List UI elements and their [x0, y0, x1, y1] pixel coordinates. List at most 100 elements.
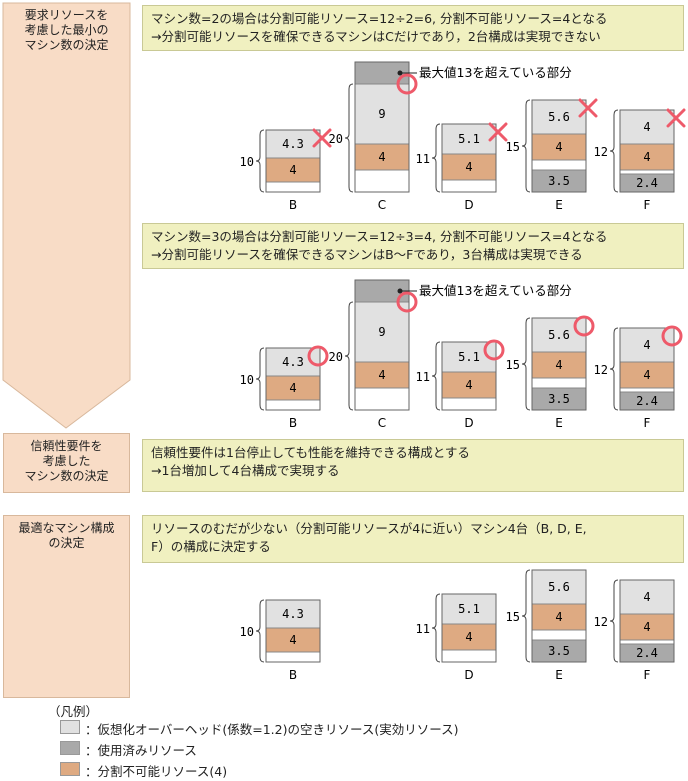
- step-optimal: 最適なマシン構成 の決定: [3, 515, 130, 698]
- note-optimal-line2: F）の構成に決定する: [151, 539, 271, 554]
- optimal-machine-b-bracket: [255, 599, 265, 663]
- two_machines-machine-b-fixed-value: 4: [289, 163, 296, 177]
- optimal-machine-b-name: B: [289, 668, 297, 682]
- step-minimum-machines: 要求リソースを 考慮した最小の マシン数の決定: [3, 3, 130, 63]
- three_machines-machine-e-outline: [531, 317, 587, 411]
- two_machines-machine-e-bracket: [521, 99, 531, 193]
- three_machines-machine-e-used-value: 3.5: [548, 392, 570, 406]
- three_machines-machine-e-free-value: 5.6: [548, 328, 570, 342]
- three_machines-machine-b-name: B: [289, 416, 297, 430]
- three_machines-machine-e-total: 15: [506, 358, 520, 372]
- three_machines-machine-b-outline: [265, 347, 321, 411]
- three_machines-machine-b-circle-mark: [307, 345, 329, 367]
- two_machines-machine-d-name: D: [464, 198, 473, 212]
- two_machines-machine-e-cross-mark: [578, 98, 598, 118]
- step-reliability: 信頼性要件を 考慮した マシン数の決定: [3, 433, 130, 493]
- three_machines-machine-f-bracket: [609, 327, 619, 411]
- optimal-machine-d-outline: [441, 593, 497, 663]
- optimal-machine-f-outline: [619, 579, 675, 663]
- two_machines-machine-b-bracket: [255, 129, 265, 193]
- note-three-machines-line1: マシン数=3の場合は分割可能リソース=12÷3=4, 分割不可能リソース=4とな…: [151, 229, 608, 244]
- two_machines-machine-d-white-segment: [441, 179, 497, 193]
- two_machines-machine-b-name: B: [289, 198, 297, 212]
- legend-label-free: ：仮想化オーバーヘッド(係数=1.2)の空きリソース(実効リソース): [85, 722, 459, 737]
- three_machines-machine-f-name: F: [644, 416, 651, 430]
- optimal-machine-e-outline: [531, 569, 587, 663]
- three_machines-machine-e-white-segment: [531, 377, 587, 389]
- optimal-machine-b-fixed-segment: [265, 627, 321, 653]
- two_machines-machine-c-name: C: [378, 198, 386, 212]
- note-two-machines: マシン数=2の場合は分割可能リソース=12÷2=6, 分割不可能リソース=4とな…: [142, 5, 684, 51]
- three_machines-machine-d-circle-mark: [483, 339, 505, 361]
- three_machines-machine-f-free-segment: [619, 327, 675, 363]
- optimal-machine-e-white-segment: [531, 629, 587, 641]
- two_machines-machine-e-total: 15: [506, 140, 520, 154]
- two_machines-machine-b-cross-mark: [312, 128, 332, 148]
- two_machines-machine-f-bracket: [609, 109, 619, 193]
- note-three-machines: マシン数=3の場合は分割可能リソース=12÷3=4, 分割不可能リソース=4とな…: [142, 223, 684, 269]
- two_machines-machine-c-free-segment: [354, 83, 410, 145]
- three_machines-machine-b-bracket: [255, 347, 265, 411]
- optimal-machine-b-fixed-value: 4: [289, 633, 296, 647]
- three_machines-machine-f-circle-mark: [661, 325, 683, 347]
- three_machines-machine-f-free-value: 4: [643, 338, 650, 352]
- two_machines-machine-d-fixed-segment: [441, 153, 497, 181]
- three_machines-machine-c-bracket: [344, 301, 354, 411]
- optimal-machine-e-name: E: [555, 668, 563, 682]
- three_machines-machine-c-fixed-value: 4: [378, 368, 385, 382]
- optimal-machine-e-bracket: [521, 569, 531, 663]
- two_machines-machine-c-fixed-value: 4: [378, 150, 385, 164]
- two_machines-machine-c-white-segment: [354, 169, 410, 193]
- three_machines-machine-d-name: D: [464, 416, 473, 430]
- two_machines-machine-d-cross-mark: [488, 122, 508, 142]
- three_machines-machine-f-total: 12: [594, 363, 608, 377]
- two_machines-machine-f-total: 12: [594, 145, 608, 159]
- three_machines-machine-e-circle-mark: [573, 315, 595, 337]
- optimal-machine-d-bracket: [431, 593, 441, 663]
- optimal-machine-f-bracket: [609, 579, 619, 663]
- optimal-machine-f-white-segment: [619, 639, 675, 645]
- note-optimal-line1: リソースのむだが少ない（分割可能リソースが4に近い）マシン4台（B, D, E,: [151, 521, 587, 536]
- two_machines-machine-e-outline: [531, 99, 587, 193]
- note-three-machines-line2: →分割可能リソースを確保できるマシンはB～Fであり，3台構成は実現できる: [151, 247, 583, 262]
- two_machines-machine-f-cross-mark: [666, 108, 686, 128]
- note-reliability-line2: →1台増加して4台構成で実現する: [151, 463, 340, 478]
- three_machines-machine-c-free-segment: [354, 301, 410, 363]
- legend-label-used: ：使用済みリソース: [85, 743, 197, 758]
- note-optimal: リソースのむだが少ない（分割可能リソースが4に近い）マシン4台（B, D, E,…: [142, 515, 684, 563]
- three_machines-machine-f-white-segment: [619, 387, 675, 393]
- three_machines-machine-b-white-segment: [265, 399, 321, 411]
- optimal-machine-b-white-segment: [265, 651, 321, 663]
- three_machines-machine-d-white-segment: [441, 397, 497, 411]
- three_machines-machine-d-total: 11: [416, 370, 430, 384]
- two_machines-machine-c-total: 20: [329, 132, 343, 146]
- two_machines-machine-b-total: 10: [240, 155, 254, 169]
- three_machines-machine-f-fixed-value: 4: [643, 368, 650, 382]
- three_machines-machine-f-used-value: 2.4: [636, 394, 658, 408]
- optimal-machine-f-name: F: [644, 668, 651, 682]
- optimal-machine-d-name: D: [464, 668, 473, 682]
- three_machines-machine-f-outline: [619, 327, 675, 411]
- note-reliability: 信頼性要件は1台停止しても性能を維持できる構成とする →1台増加して4台構成で実…: [142, 439, 684, 492]
- three_machines-machine-b-fixed-value: 4: [289, 381, 296, 395]
- optimal-machine-f-fixed-value: 4: [643, 620, 650, 634]
- three_machines-machine-d-fixed-segment: [441, 371, 497, 399]
- legend-swatch-fixed: [60, 762, 80, 776]
- two_machines-machine-d-bracket: [431, 123, 441, 193]
- two_machines-machine-c-bracket: [344, 83, 354, 193]
- two_machines-machine-d-free-segment: [441, 123, 497, 155]
- two_machines-machine-b-fixed-segment: [265, 157, 321, 183]
- optimal-machine-e-free-value: 5.6: [548, 580, 570, 594]
- optimal-machine-f-free-segment: [619, 579, 675, 615]
- two_machines-machine-f-used-value: 2.4: [636, 176, 658, 190]
- legend-label-fixed: ：分割不可能リソース(4): [85, 764, 228, 779]
- optimal-machine-b-free-value: 4.3: [282, 607, 304, 621]
- step-optimal-label: 最適なマシン構成 の決定: [18, 521, 115, 550]
- three_machines-machine-c-outline: [354, 279, 410, 411]
- three_machines-machine-d-outline: [441, 341, 497, 411]
- two_machines-machine-e-free-value: 5.6: [548, 110, 570, 124]
- step-reliability-label: 信頼性要件を 考慮した マシン数の決定: [24, 439, 109, 483]
- two_machines-machine-d-total: 11: [416, 152, 430, 166]
- optimal-machine-d-fixed-value: 4: [465, 630, 472, 644]
